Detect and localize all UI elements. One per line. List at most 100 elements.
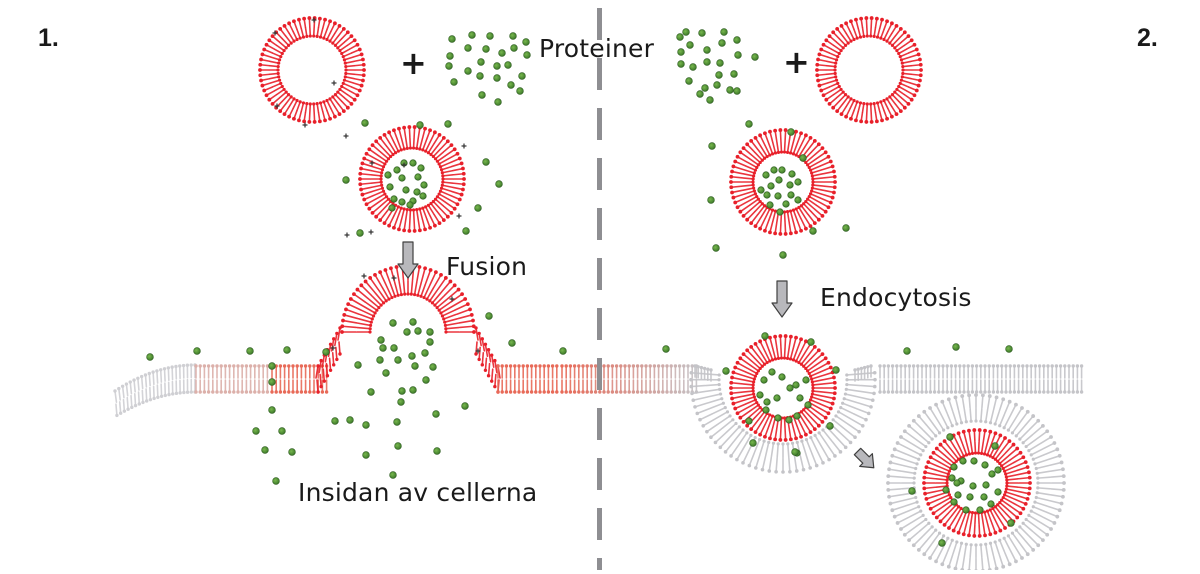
protein bbox=[775, 193, 782, 200]
protein bbox=[686, 78, 693, 85]
protein bbox=[795, 197, 802, 204]
protein bbox=[391, 345, 398, 352]
protein bbox=[378, 337, 385, 344]
positive-charge-marker bbox=[462, 144, 467, 149]
protein bbox=[445, 121, 452, 128]
protein bbox=[949, 475, 956, 482]
protein bbox=[410, 387, 417, 394]
protein bbox=[797, 395, 804, 402]
protein bbox=[423, 377, 430, 384]
protein bbox=[362, 120, 369, 127]
divider-dash bbox=[597, 358, 602, 390]
protein bbox=[678, 61, 685, 68]
protein bbox=[800, 155, 807, 162]
protein bbox=[981, 494, 988, 501]
protein bbox=[357, 230, 364, 237]
protein bbox=[289, 449, 296, 456]
cell-membrane-curve-left bbox=[113, 363, 196, 417]
liposome-in-endosome bbox=[922, 428, 1032, 538]
protein bbox=[992, 443, 999, 450]
protein bbox=[707, 97, 714, 104]
cell-membrane-segment bbox=[560, 364, 698, 393]
protein bbox=[434, 448, 441, 455]
protein bbox=[494, 63, 501, 70]
protein bbox=[805, 402, 812, 409]
protein bbox=[404, 329, 411, 336]
protein bbox=[727, 87, 734, 94]
protein bbox=[951, 499, 958, 506]
protein bbox=[403, 187, 410, 194]
protein bbox=[377, 357, 384, 364]
protein bbox=[279, 428, 286, 435]
positive-charge-marker bbox=[332, 81, 337, 86]
protein bbox=[509, 340, 516, 347]
protein bbox=[995, 467, 1002, 474]
protein bbox=[977, 507, 984, 514]
protein bbox=[697, 91, 704, 98]
protein bbox=[943, 487, 950, 494]
cell-interior-label: Insidan av cellerna bbox=[298, 478, 537, 507]
protein bbox=[971, 458, 978, 465]
protein bbox=[768, 183, 775, 190]
protein bbox=[412, 363, 419, 370]
protein bbox=[487, 33, 494, 40]
protein bbox=[769, 369, 776, 376]
protein bbox=[398, 399, 405, 406]
divider-dash bbox=[597, 558, 602, 570]
protein bbox=[708, 197, 715, 204]
protein bbox=[519, 73, 526, 80]
protein bbox=[761, 377, 768, 384]
protein bbox=[947, 434, 954, 441]
endocytosis-arrow-icon bbox=[772, 281, 792, 317]
protein bbox=[409, 353, 416, 360]
protein bbox=[463, 228, 470, 235]
protein bbox=[363, 422, 370, 429]
protein bbox=[511, 45, 518, 52]
endocytic-pit bbox=[689, 364, 877, 474]
protein bbox=[399, 199, 406, 206]
protein bbox=[723, 368, 730, 375]
protein bbox=[380, 345, 387, 352]
protein bbox=[517, 88, 524, 95]
protein bbox=[433, 411, 440, 418]
protein bbox=[390, 320, 397, 327]
protein bbox=[757, 392, 764, 399]
cationic-liposome bbox=[258, 16, 366, 124]
protein bbox=[394, 167, 401, 174]
protein bbox=[704, 59, 711, 66]
panel-divider bbox=[597, 8, 602, 570]
protein bbox=[699, 30, 706, 37]
protein bbox=[982, 462, 989, 469]
protein bbox=[989, 471, 996, 478]
protein bbox=[793, 382, 800, 389]
panel-label-2: 2. bbox=[1137, 24, 1158, 53]
protein bbox=[771, 167, 778, 174]
protein bbox=[734, 37, 741, 44]
protein bbox=[951, 464, 958, 471]
protein bbox=[496, 181, 503, 188]
protein bbox=[465, 45, 472, 52]
divider-dash bbox=[597, 458, 602, 490]
protein bbox=[663, 346, 670, 353]
protein bbox=[827, 423, 834, 430]
protein bbox=[273, 478, 280, 485]
cell-membrane-segment bbox=[496, 364, 558, 393]
protein bbox=[451, 79, 458, 86]
protein bbox=[803, 377, 810, 384]
protein bbox=[810, 228, 817, 235]
panel-label-1: 1. bbox=[38, 24, 59, 53]
protein bbox=[414, 189, 421, 196]
protein bbox=[385, 172, 392, 179]
positive-charge-marker bbox=[362, 274, 367, 279]
protein bbox=[763, 407, 770, 414]
protein bbox=[194, 348, 201, 355]
divider-dash bbox=[597, 258, 602, 290]
plus-sign-left: + bbox=[400, 44, 427, 82]
protein bbox=[967, 494, 974, 501]
protein bbox=[395, 443, 402, 450]
protein bbox=[833, 367, 840, 374]
protein bbox=[523, 39, 530, 46]
protein bbox=[477, 73, 484, 80]
protein bbox=[1006, 346, 1013, 353]
divider-dash bbox=[597, 508, 602, 540]
